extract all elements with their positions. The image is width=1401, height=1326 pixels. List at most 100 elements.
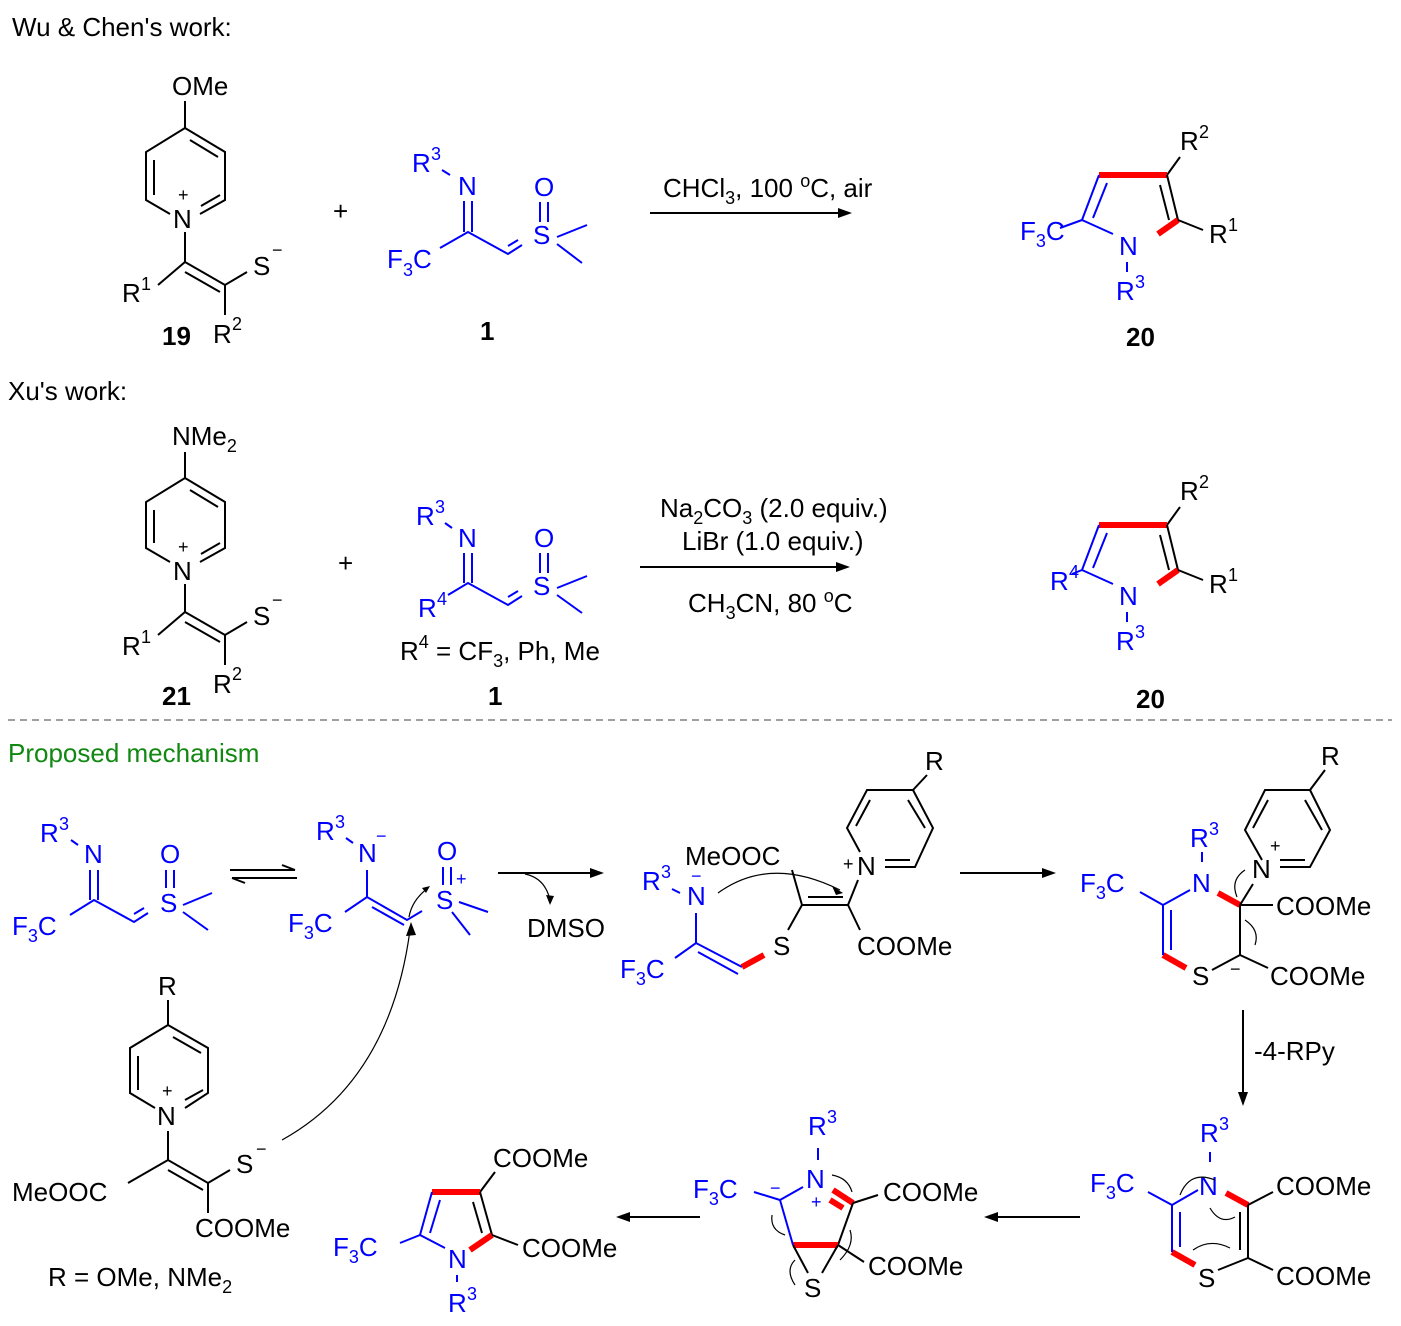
svg-text:−: − [376, 826, 387, 846]
svg-text:3: 3 [1135, 272, 1145, 292]
svg-text:−: − [1230, 959, 1241, 979]
svg-text:3: 3 [431, 144, 441, 164]
arrow-4rpy: -4-RPy [1238, 1010, 1335, 1106]
svg-text:+: + [843, 854, 854, 874]
mech-thiazine: R N + R 3 N COOMe COOMe S − F3C [1080, 741, 1371, 991]
svg-text:2: 2 [232, 314, 242, 334]
svg-text:CHCl3, 100 oC, air: CHCl3, 100 oC, air [663, 171, 873, 208]
svg-text:+: + [338, 548, 353, 578]
svg-text:N: N [448, 1244, 467, 1274]
svg-text:MeOOC: MeOOC [685, 841, 780, 871]
heading-xu: Xu's work: [8, 376, 127, 406]
svg-text:R: R [213, 319, 232, 349]
arrow-dmso: DMSO [498, 868, 605, 943]
compound-1: R 3 N F 3 C O S 1 [387, 144, 588, 346]
svg-text:R: R [642, 866, 661, 896]
svg-text:S: S [253, 601, 270, 631]
svg-text:O: O [534, 172, 554, 202]
svg-text:S: S [1192, 961, 1209, 991]
svg-text:3: 3 [59, 814, 69, 834]
svg-text:N: N [1192, 868, 1211, 898]
svg-text:R: R [1321, 741, 1340, 771]
svg-text:F3C: F3C [620, 954, 665, 989]
svg-text:2: 2 [1199, 472, 1209, 492]
svg-text:R: R [416, 501, 435, 531]
svg-text:4: 4 [1069, 562, 1079, 582]
svg-text:N: N [687, 881, 706, 911]
svg-text:+: + [178, 185, 189, 205]
byproduct-4rpy: -4-RPy [1254, 1036, 1335, 1066]
svg-text:3: 3 [467, 1284, 477, 1304]
svg-text:R: R [1190, 823, 1209, 853]
svg-text:N: N [857, 851, 876, 881]
svg-text:4: 4 [437, 589, 447, 609]
svg-text:−: − [272, 240, 283, 260]
svg-text:R: R [213, 669, 232, 699]
svg-text:3: 3 [1219, 1114, 1229, 1134]
svg-text:+: + [811, 1192, 822, 1212]
byproduct-dmso: DMSO [527, 913, 605, 943]
svg-text:MeOOC: MeOOC [12, 1177, 107, 1207]
svg-text:2: 2 [1199, 122, 1209, 142]
svg-text:R: R [1180, 476, 1199, 506]
svg-text:COOMe: COOMe [857, 931, 952, 961]
compound-label-1: 1 [480, 316, 494, 346]
svg-text:COOMe: COOMe [1270, 961, 1365, 991]
svg-text:R: R [1180, 126, 1199, 156]
svg-text:1: 1 [488, 681, 502, 711]
svg-text:N: N [157, 1101, 176, 1131]
r-definition: R = OMe, NMe2 [48, 1262, 232, 1297]
svg-text:NMe2: NMe2 [172, 421, 237, 456]
svg-text:S: S [773, 931, 790, 961]
svg-text:R: R [1200, 1118, 1219, 1148]
svg-text:+: + [162, 1081, 173, 1101]
mech-adduct: R N + MeOOC S COOMe R 3 N − F3C [620, 746, 952, 989]
svg-text:S: S [236, 1149, 253, 1179]
svg-text:S: S [533, 220, 550, 250]
mech-ylide: R 3 N F3C O S [12, 814, 213, 946]
svg-text:COOMe: COOMe [195, 1213, 290, 1243]
svg-text:F3C: F3C [1020, 216, 1065, 251]
svg-text:R: R [1209, 569, 1228, 599]
svg-text:COOMe: COOMe [1276, 1261, 1371, 1291]
ome-label: OMe [172, 71, 228, 101]
svg-text:R: R [412, 148, 431, 178]
svg-text:LiBr (1.0 equiv.): LiBr (1.0 equiv.) [682, 526, 864, 556]
mech-thiazine-neutral: R 3 N COOMe COOMe S F3C [1090, 1114, 1371, 1293]
svg-text:Na2CO3 (2.0 equiv.): Na2CO3 (2.0 equiv.) [660, 493, 888, 528]
svg-text:−: − [272, 590, 283, 610]
svg-text:O: O [437, 836, 457, 866]
svg-text:N: N [1252, 854, 1271, 884]
compound-1-xu: R 3 N R 4 O S R4 = CF3, Ph, Me 1 [400, 497, 600, 711]
svg-text:R: R [925, 746, 944, 776]
svg-text:R: R [316, 816, 335, 846]
svg-text:3: 3 [403, 260, 413, 280]
svg-text:COOMe: COOMe [522, 1233, 617, 1263]
svg-text:S: S [533, 571, 550, 601]
svg-text:R: R [1116, 626, 1135, 656]
heading-mechanism: Proposed mechanism [8, 738, 259, 768]
svg-text:COOMe: COOMe [868, 1251, 963, 1281]
svg-text:3: 3 [827, 1107, 837, 1127]
svg-text:F3C: F3C [12, 911, 57, 946]
heading-wu-chen: Wu & Chen's work: [12, 12, 232, 42]
svg-text:R: R [1116, 276, 1135, 306]
r4-definition: R4 = CF3, Ph, Me [400, 632, 600, 671]
svg-text:1: 1 [1228, 215, 1238, 235]
svg-text:20: 20 [1136, 684, 1165, 714]
svg-text:N: N [458, 523, 477, 553]
svg-text:R: R [808, 1111, 827, 1141]
compound-19: OMe N + S − R 1 19 R 2 [122, 71, 283, 351]
mech-zwitterion: R 3 N − F3C O + S [288, 812, 489, 943]
svg-text:+: + [178, 537, 189, 557]
mech-pyrrole-product: COOMe COOMe F3C N R 3 [333, 1143, 617, 1318]
svg-text:+: + [456, 869, 467, 889]
compound-21: NMe2 N + S − R 1 21 R 2 [122, 421, 283, 711]
compound-label-20: 20 [1126, 322, 1155, 352]
svg-text:F3C: F3C [1080, 868, 1125, 903]
svg-text:F: F [387, 244, 403, 274]
svg-text:3: 3 [661, 862, 671, 882]
svg-text:N: N [358, 838, 377, 868]
svg-text:R: R [122, 278, 141, 308]
